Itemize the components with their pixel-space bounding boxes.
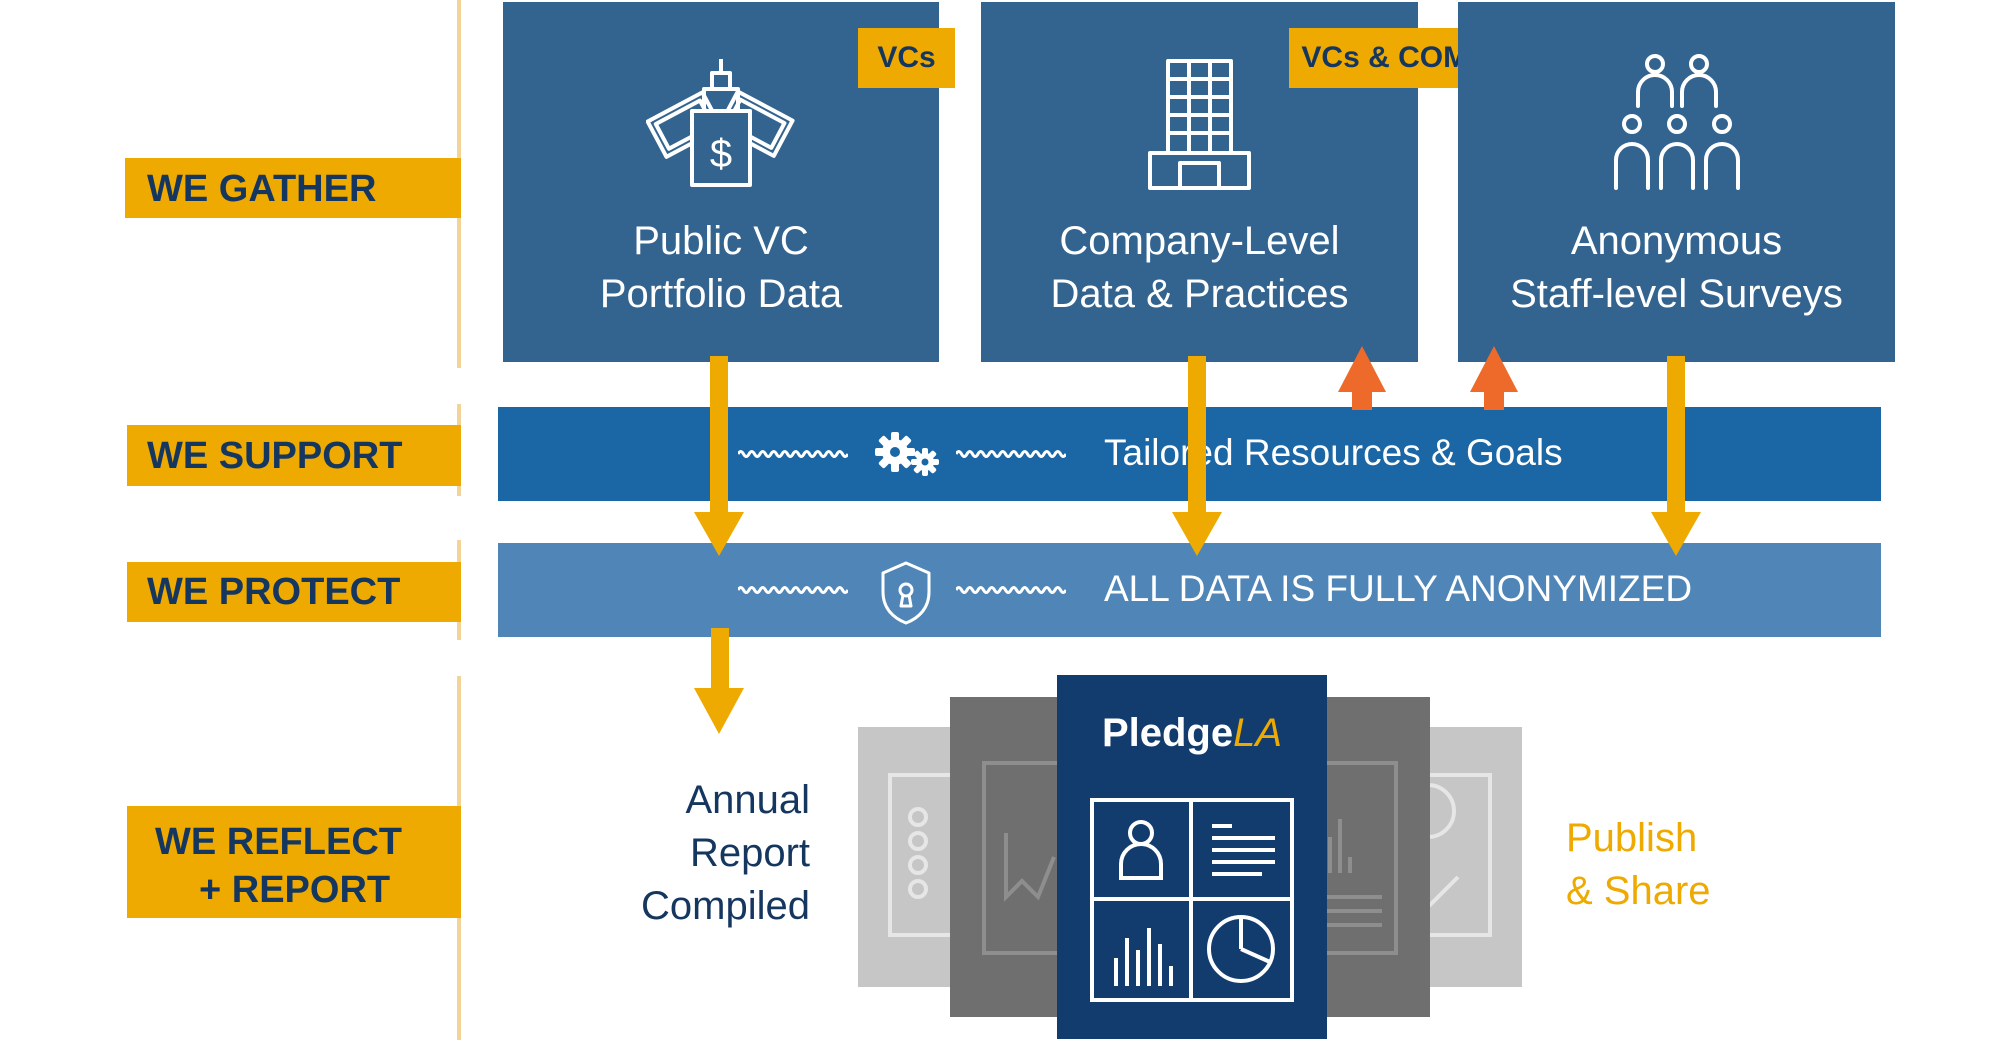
stage-label-gather: WE GATHER <box>125 158 461 218</box>
report-stack: PledgeLA <box>858 675 1522 1039</box>
source-box-public-vc: $ Public VC Portfolio Data VCs <box>503 2 955 362</box>
squiggle-left-icon <box>738 450 848 458</box>
squiggle-right-icon <box>956 450 1066 458</box>
source-title-line1: Company-Level <box>1059 219 1340 263</box>
squiggle-right-icon <box>956 586 1066 594</box>
logo-word-pledge: Pledge <box>1101 711 1234 755</box>
svg-text:$: $ <box>710 132 732 176</box>
stage-label-gather-text: WE GATHER <box>147 168 377 210</box>
source-title-line1: Public VC <box>633 219 809 263</box>
publish-share-label: Publish & Share <box>1566 812 1766 918</box>
source-title-anonymous-surveys: Anonymous Staff-level Surveys <box>1458 215 1895 321</box>
source-title-company-level: Company-Level Data & Practices <box>981 215 1418 321</box>
stage-label-reflect: WE REFLECT + REPORT <box>127 806 461 918</box>
source-title-line2: Staff-level Surveys <box>1510 272 1843 316</box>
annual-report-label: Annual Report Compiled <box>600 774 810 933</box>
annual-report-line1: Annual <box>685 778 810 822</box>
support-band-text: Tailored Resources & Goals <box>1104 432 1563 473</box>
annual-report-line3: Compiled <box>641 884 810 928</box>
shield-lock-icon <box>881 561 931 625</box>
protect-band: ALL DATA IS FULLY ANONYMIZED <box>498 543 1881 637</box>
report-dashboard-icon <box>1090 798 1294 1002</box>
stage-label-support-text: WE SUPPORT <box>147 435 403 477</box>
stage-label-reflect-line2: + REPORT <box>199 869 391 911</box>
pledge-la-logo: PledgeLA <box>1057 713 1327 753</box>
report-cover: PledgeLA <box>1057 675 1327 1039</box>
source-tag-vcs: VCs <box>858 28 955 88</box>
up-arrow-company-level <box>1338 346 1386 410</box>
source-box-company-level: Company-Level Data & Practices VCs & COM… <box>981 2 1590 362</box>
stage-label-support: WE SUPPORT <box>127 425 461 486</box>
publish-share-line1: Publish <box>1566 816 1698 860</box>
publish-share-line2: & Share <box>1566 869 1711 913</box>
people-group-icon <box>1614 54 1740 190</box>
protect-band-text: ALL DATA IS FULLY ANONYMIZED <box>1104 568 1693 609</box>
source-title-public-vc: Public VC Portfolio Data <box>503 215 939 321</box>
down-arrow-public-vc <box>694 356 744 556</box>
logo-word-la: LA <box>1233 711 1283 755</box>
source-title-line2: Data & Practices <box>1050 272 1349 316</box>
stage-label-protect: WE PROTECT <box>127 562 461 622</box>
up-arrow-anonymous-surveys <box>1470 346 1518 410</box>
down-arrow-to-report <box>694 628 744 734</box>
cash-and-skyscraper-icon: $ <box>646 59 795 187</box>
source-title-line1: Anonymous <box>1570 219 1783 263</box>
stage-label-protect-text: WE PROTECT <box>147 571 401 613</box>
source-title-line2: Portfolio Data <box>599 272 843 316</box>
squiggle-left-icon <box>738 586 848 594</box>
down-arrow-company-level <box>1172 356 1222 556</box>
stage-label-reflect-line1: WE REFLECT <box>155 821 402 863</box>
down-arrow-anonymous-surveys <box>1651 356 1701 556</box>
gears-icon <box>875 432 939 476</box>
source-box-anonymous-surveys: Anonymous Staff-level Surveys <box>1458 2 1895 362</box>
annual-report-line2: Report <box>689 831 810 875</box>
office-building-icon <box>1148 59 1251 190</box>
